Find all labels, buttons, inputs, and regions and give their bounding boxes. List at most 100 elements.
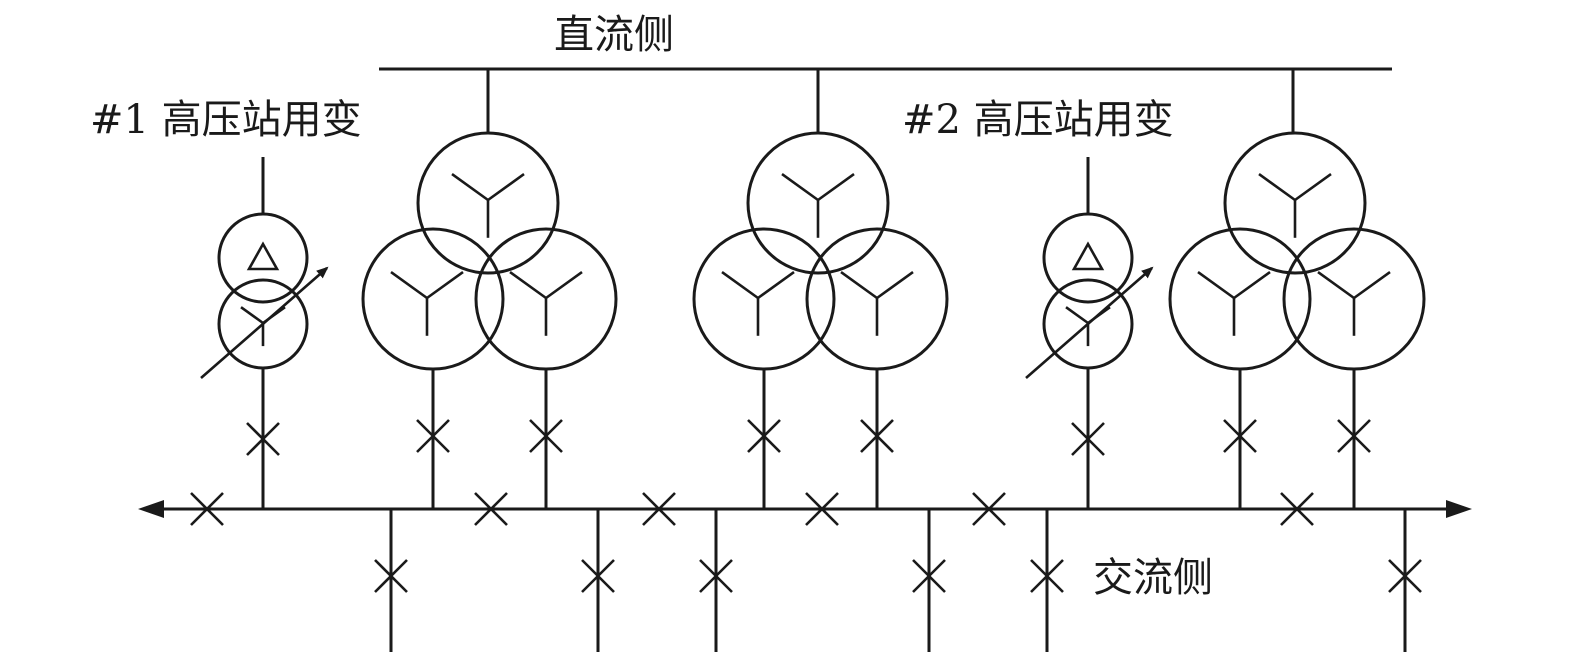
wye-arm: [876, 271, 914, 300]
ac-winding-left-circle: [361, 227, 505, 371]
wye-winding-symbol: [451, 173, 525, 238]
circuit-breaker: [581, 559, 615, 593]
breaker-stroke: [529, 419, 563, 453]
dc-side-label: 直流侧: [554, 12, 674, 58]
breaker-stroke: [1223, 419, 1257, 453]
dc-winding-circle: [416, 131, 560, 275]
wye-winding-symbol: [1197, 271, 1271, 336]
circuit-breaker: [374, 559, 408, 593]
wye-arm: [817, 173, 855, 202]
station-transformer-1-label: #1 高压站用变: [90, 97, 362, 143]
ac-feeder-6: [1388, 509, 1422, 652]
delta-winding-symbol: [1071, 241, 1105, 271]
wye-arm: [1353, 271, 1391, 300]
circuit-breaker: [1071, 422, 1105, 456]
wye-arm: [487, 173, 525, 202]
circuit-breaker: [1388, 559, 1422, 593]
ac-winding-left-circle: [692, 227, 836, 371]
wye-winding-symbol: [1065, 306, 1111, 347]
wye-winding-symbol: [781, 173, 855, 238]
wye-winding-symbol: [721, 271, 795, 336]
delta-winding-symbol: [246, 241, 280, 271]
circuit-breaker: [972, 492, 1006, 526]
circuit-breaker: [529, 419, 563, 453]
circuit-breaker: [747, 419, 781, 453]
delta-winding-circle: [217, 212, 309, 304]
station-transformer-2: [1025, 157, 1154, 509]
circuit-breaker: [416, 419, 450, 453]
wye-arm: [1317, 271, 1355, 300]
ac-feeders: [374, 509, 1422, 652]
breaker-stroke: [699, 559, 733, 593]
circuit-breaker: [1030, 559, 1064, 593]
tap-changer-arrow: [1025, 266, 1154, 379]
wye-winding-symbol: [1258, 173, 1332, 238]
breaker-stroke: [474, 492, 508, 526]
converter-transformer-3: [1168, 131, 1426, 509]
wye-arm: [1233, 271, 1271, 300]
station-transformers: [200, 157, 1154, 509]
breaker-stroke: [972, 492, 1006, 526]
wye-arm: [1294, 173, 1332, 202]
wye-winding-symbol: [240, 306, 286, 347]
wye-winding-symbol: [840, 271, 914, 336]
ac-feeder-4: [912, 509, 946, 652]
circuit-breaker: [642, 492, 676, 526]
ac-winding-left-circle: [1168, 227, 1312, 371]
wye-arm: [509, 271, 547, 300]
wye-arm: [545, 271, 583, 300]
wye-arm: [840, 271, 878, 300]
station-transformer-1: [200, 157, 329, 509]
breaker-stroke: [1071, 422, 1105, 456]
circuit-breaker: [1337, 419, 1371, 453]
breaker-stroke: [805, 492, 839, 526]
ac-busbar: [138, 500, 1472, 518]
converter-transformers: [361, 131, 1426, 509]
breaker-stroke: [1337, 419, 1371, 453]
tap-changer-arrow: [200, 266, 329, 379]
circuit-breaker: [805, 492, 839, 526]
dc-drop-lines: [486, 69, 1295, 133]
circuit-breaker: [246, 422, 280, 456]
circuit-breaker: [912, 559, 946, 593]
breaker-stroke: [374, 559, 408, 593]
dc-winding-circle: [1223, 131, 1367, 275]
wye-arm: [390, 271, 428, 300]
wye-arm: [781, 173, 819, 202]
wye-arm: [240, 306, 264, 325]
breaker-stroke: [416, 419, 450, 453]
circuit-breaker: [1223, 419, 1257, 453]
delta-winding-circle: [1042, 212, 1134, 304]
ac-side-label: 交流侧: [1093, 555, 1213, 601]
wye-arm: [1065, 306, 1089, 325]
station-transformer-2-label: #2 高压站用变: [902, 97, 1174, 143]
wye-winding-symbol: [509, 271, 583, 336]
converter-transformer-1: [361, 131, 618, 509]
wye-arm: [426, 271, 464, 300]
wye-winding-symbol: [1317, 271, 1391, 336]
ac-feeder-5: [1030, 509, 1064, 652]
ac-feeder-3: [699, 509, 733, 652]
wye-arm: [1258, 173, 1296, 202]
circuit-breaker: [190, 492, 224, 526]
circuit-breaker: [860, 419, 894, 453]
circuit-breaker: [699, 559, 733, 593]
breaker-stroke: [1388, 559, 1422, 593]
bus-section-breakers: [190, 492, 1314, 526]
circuit-breaker: [1280, 492, 1314, 526]
breaker-stroke: [190, 492, 224, 526]
wye-arm: [721, 271, 759, 300]
wye-arm: [451, 173, 489, 202]
breaker-stroke: [747, 419, 781, 453]
breaker-stroke: [860, 419, 894, 453]
wye-arm: [1197, 271, 1235, 300]
breaker-stroke: [912, 559, 946, 593]
breaker-stroke: [1030, 559, 1064, 593]
ac-feeder-2: [581, 509, 615, 652]
breaker-stroke: [642, 492, 676, 526]
dc-winding-circle: [746, 131, 890, 275]
wye-arm: [757, 271, 795, 300]
ac-feeder-1: [374, 509, 408, 652]
breaker-stroke: [1280, 492, 1314, 526]
